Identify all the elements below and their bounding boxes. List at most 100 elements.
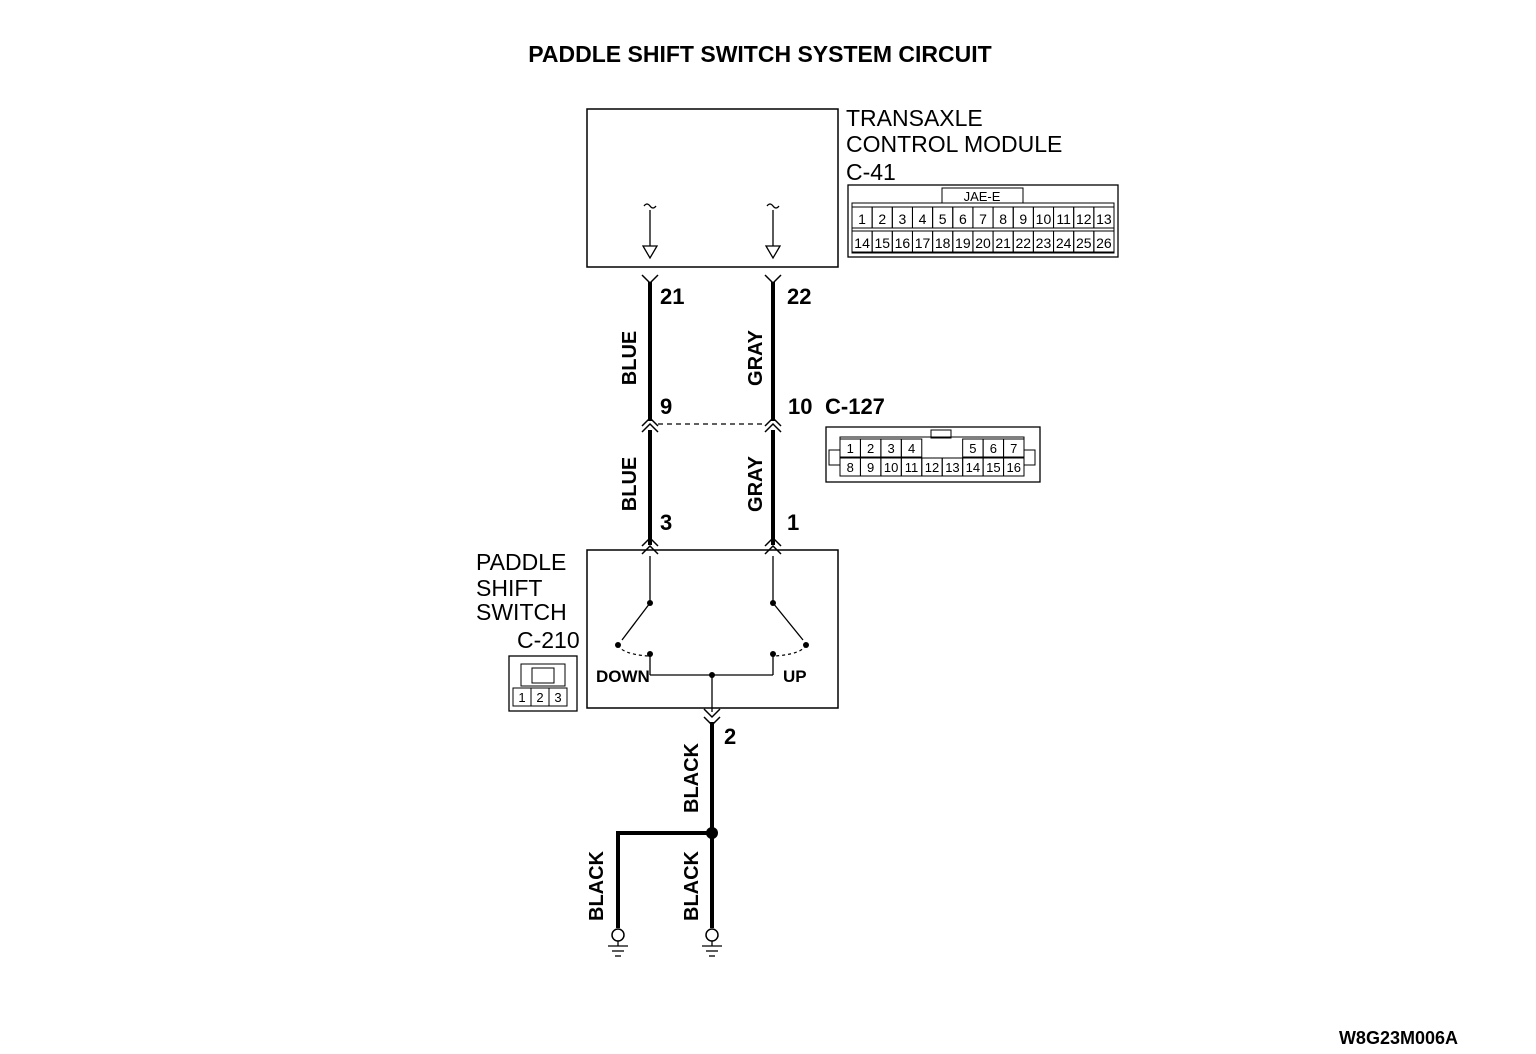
- c127-pin-14: 14: [966, 460, 980, 475]
- c41-pin-14: 14: [854, 235, 870, 251]
- c127-pin-7-cell: [1003, 438, 1025, 458]
- c41-pin-13: 13: [1096, 211, 1112, 227]
- switch-connector-id: C-210: [517, 627, 580, 653]
- wire-label-lower-left: BLUE: [619, 457, 641, 511]
- c41-pin-22: 22: [1016, 235, 1032, 251]
- tcm-pin-right: 22: [787, 284, 811, 309]
- switch-pin-bottom: 2: [724, 724, 736, 749]
- c127-pin-2: 2: [867, 441, 874, 456]
- diagram-title: PADDLE SHIFT SWITCH SYSTEM CIRCUIT: [528, 41, 991, 67]
- switch-name-line2: SHIFT: [476, 575, 542, 601]
- c41-pin-13-cell: [1093, 206, 1115, 229]
- wire-label-upper-left: BLUE: [619, 331, 641, 385]
- tcm-internal-arrow-left: [641, 203, 659, 260]
- ground-left-icon: [608, 928, 628, 957]
- c41-pin-1: 1: [858, 211, 866, 227]
- figure-id: W8G23M006A: [1339, 1028, 1458, 1048]
- c127-connector-id: C-127: [825, 394, 885, 419]
- c41-pin-23: 23: [1036, 235, 1052, 251]
- c41-pin-20: 20: [975, 235, 991, 251]
- switch-pin-1-terminal-icon: [764, 536, 782, 547]
- c210-pin-3-cell: [548, 687, 568, 707]
- c127-pin-6: 6: [990, 441, 997, 456]
- c127-pin-12: 12: [925, 460, 939, 475]
- switch-pin-1-terminal-icon-2: [764, 544, 782, 555]
- switch-pin-right: 1: [787, 510, 799, 535]
- c41-pin-9: 9: [1019, 211, 1027, 227]
- tcm-internal-arrow-right: [764, 203, 782, 260]
- c127-pin-11: 11: [905, 460, 919, 475]
- switch-name-line1: PADDLE: [476, 549, 566, 575]
- c127-junction-terminals: [641, 416, 782, 433]
- tcm-pin-22-terminal-icon: [764, 274, 782, 285]
- c41-pin-19: 19: [955, 235, 971, 251]
- c41-pin-10: 10: [1036, 211, 1052, 227]
- c41-pin-18: 18: [935, 235, 951, 251]
- c41-pin-8: 8: [999, 211, 1007, 227]
- switch-internal-contacts: [615, 556, 809, 712]
- c210-pin-2: 2: [536, 690, 543, 705]
- switch-pin-left: 3: [660, 510, 672, 535]
- c41-pin-4: 4: [919, 211, 927, 227]
- wire-black-branch: [616, 831, 712, 928]
- switch-down-label: DOWN: [596, 667, 650, 686]
- c127-pin-8: 8: [847, 460, 854, 475]
- tcm-pin-left: 21: [660, 284, 684, 309]
- c41-connector-type: JAE-E: [964, 189, 1001, 204]
- switch-up-label: UP: [783, 667, 807, 686]
- c41-pin-21: 21: [995, 235, 1011, 251]
- tcm-name-line1: TRANSAXLE: [846, 105, 983, 131]
- c41-pin-12: 12: [1076, 211, 1092, 227]
- c41-pin-6: 6: [959, 211, 967, 227]
- c127-pin-5: 5: [969, 441, 976, 456]
- c41-pin-24: 24: [1056, 235, 1072, 251]
- tcm-box: [586, 108, 839, 268]
- c127-pin-10: 10: [884, 460, 898, 475]
- wire-label-ground-right: BLACK: [681, 850, 703, 921]
- c41-pin-5: 5: [939, 211, 947, 227]
- tcm-pin-21-terminal-icon: [641, 274, 659, 285]
- wire-label-ground-main: BLACK: [681, 742, 703, 813]
- c127-pin-left: 9: [660, 394, 672, 419]
- switch-name-line3: SWITCH: [476, 599, 567, 625]
- c127-pin-16: 16: [1007, 460, 1021, 475]
- c127-pin-right: 10: [788, 394, 812, 419]
- c41-pin-26-cell: [1093, 230, 1115, 253]
- c127-pin-4: 4: [908, 441, 915, 456]
- c127-pin-1: 1: [847, 441, 854, 456]
- c127-pin-7: 7: [1010, 441, 1017, 456]
- switch-pin-2-terminal-icon: [703, 708, 721, 719]
- c41-pin-2: 2: [878, 211, 886, 227]
- c127-pin-15: 15: [986, 460, 1000, 475]
- c41-pin-17: 17: [915, 235, 931, 251]
- ground-right-icon: [702, 928, 722, 957]
- tcm-name-line2: CONTROL MODULE: [846, 131, 1062, 157]
- c127-pin-9: 9: [867, 460, 874, 475]
- wire-label-ground-left: BLACK: [586, 850, 608, 921]
- c41-pin-25: 25: [1076, 235, 1092, 251]
- c41-pin-11: 11: [1056, 211, 1071, 227]
- c41-pin-15: 15: [874, 235, 890, 251]
- switch-pin-3-terminal-icon: [641, 536, 659, 547]
- c127-pin-13: 13: [945, 460, 959, 475]
- c41-pin-16: 16: [895, 235, 911, 251]
- c41-pin-7: 7: [979, 211, 987, 227]
- c127-pin-3: 3: [887, 441, 894, 456]
- wire-label-lower-right: GRAY: [745, 455, 767, 512]
- c41-pin-26: 26: [1096, 235, 1112, 251]
- tcm-connector-id: C-41: [846, 159, 896, 185]
- c210-pin-3: 3: [554, 690, 561, 705]
- wire-label-upper-right: GRAY: [745, 329, 767, 386]
- switch-pin-3-terminal-icon-2: [641, 544, 659, 555]
- c127-pin-4-cell: [900, 438, 923, 458]
- c127-pin-16-cell: [1003, 457, 1025, 477]
- c41-pin-3: 3: [898, 211, 906, 227]
